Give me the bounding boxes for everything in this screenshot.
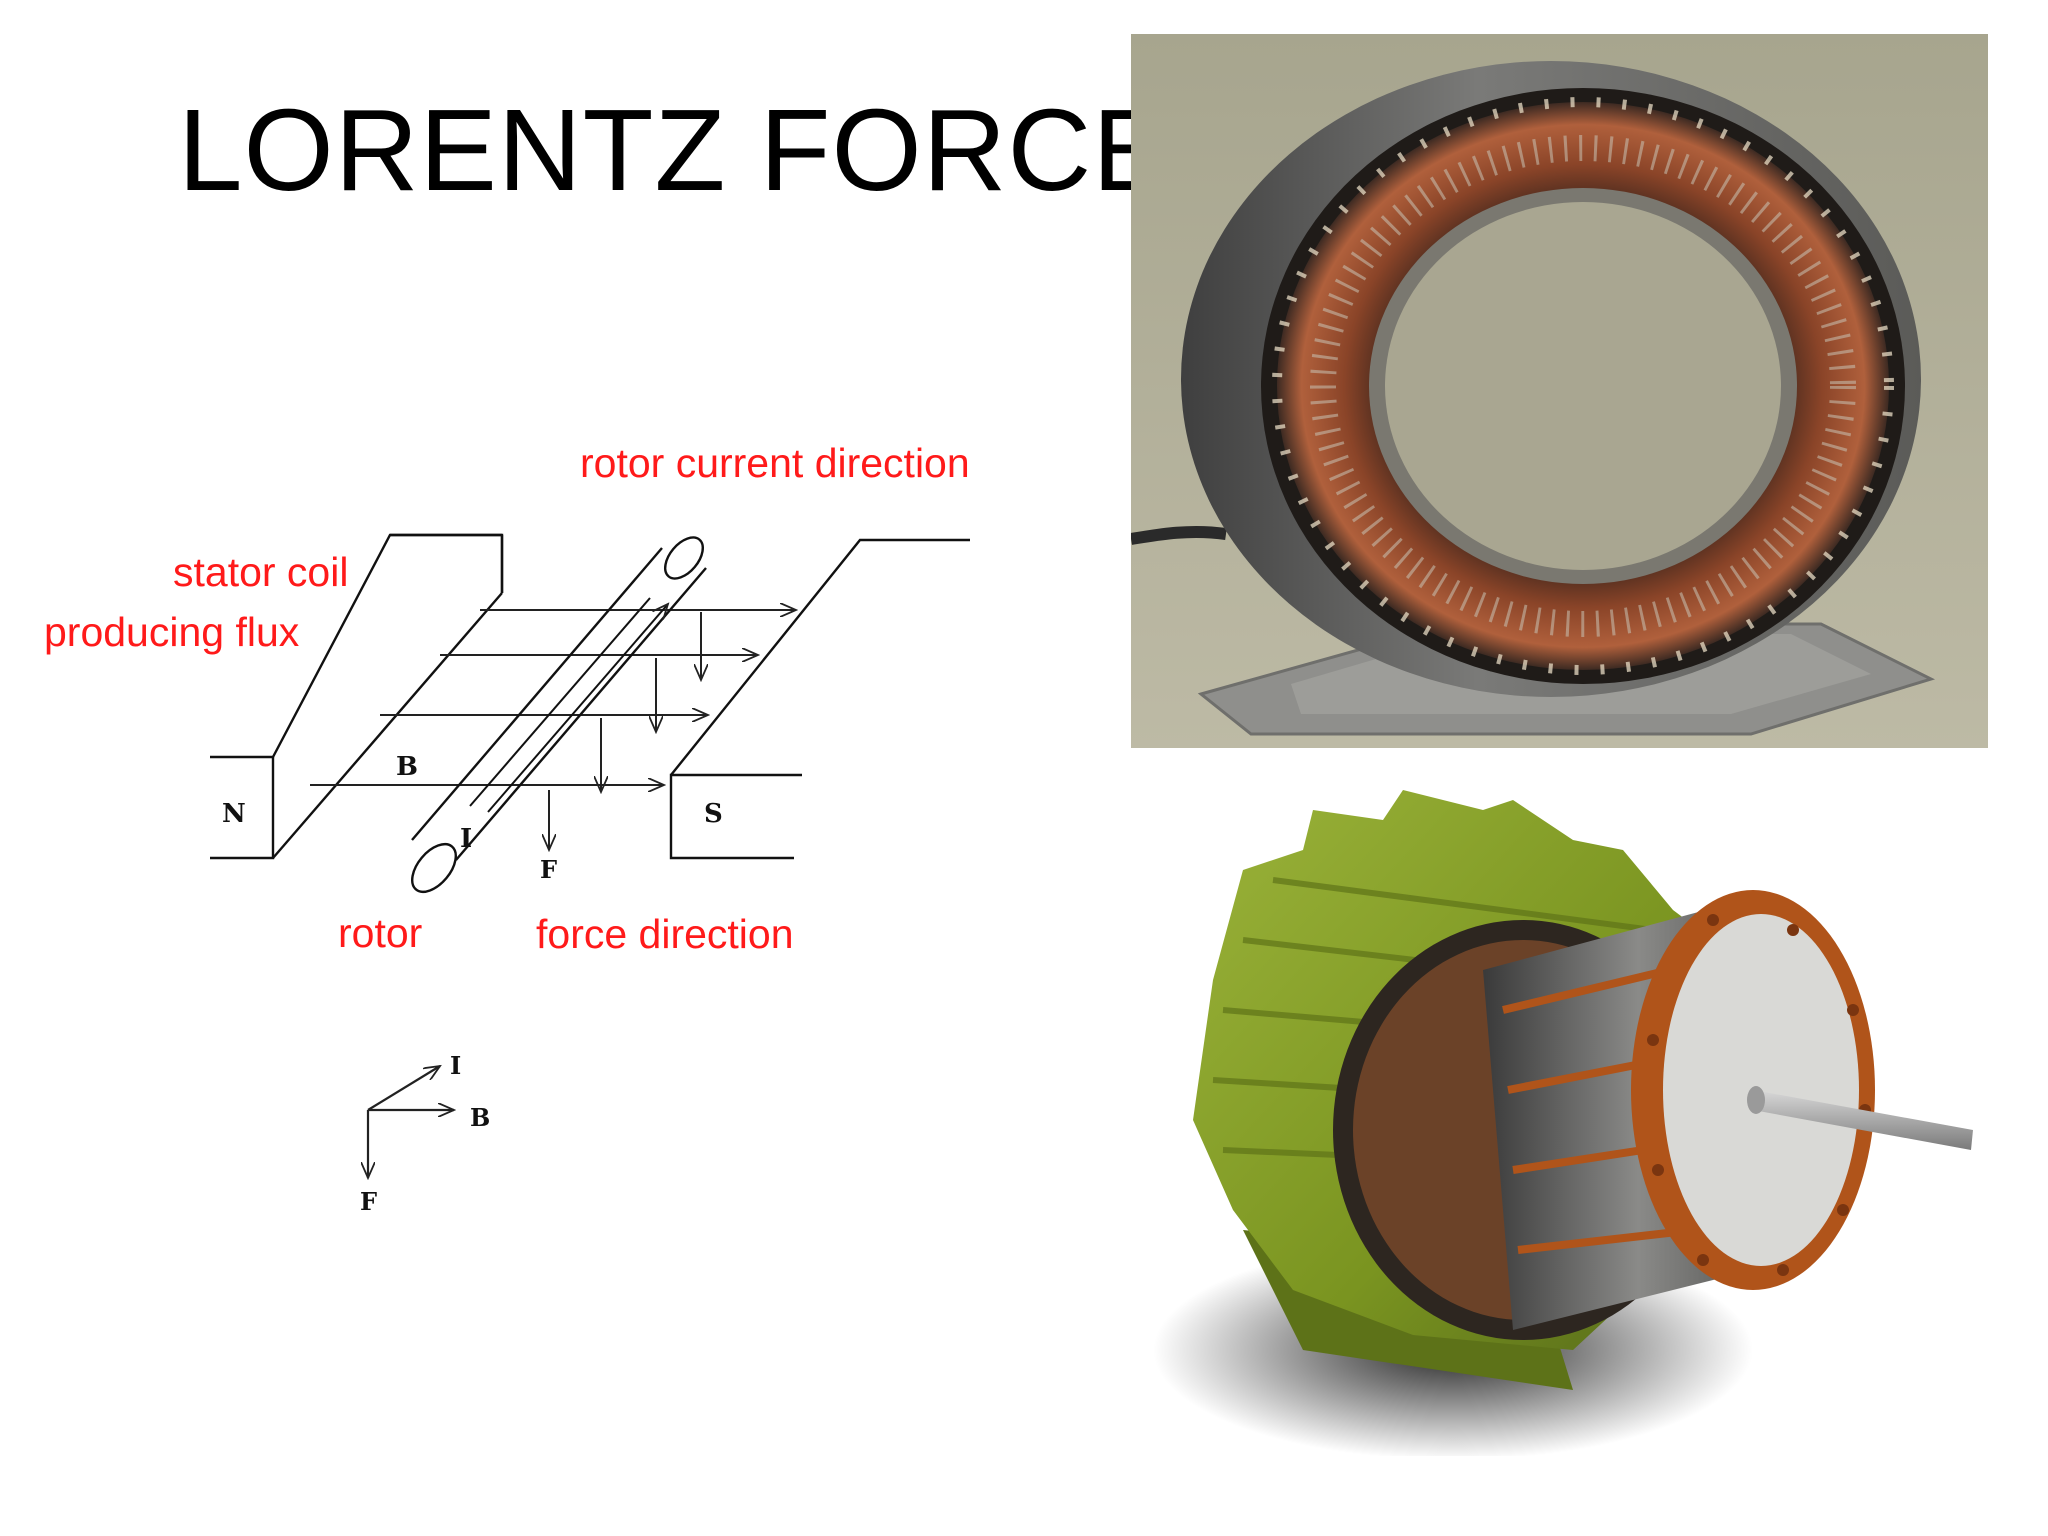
force-arrows	[549, 612, 701, 850]
induction-motor-render	[1153, 790, 2003, 1456]
north-pole-label: N	[222, 799, 246, 829]
label-producing-flux: producing flux	[44, 609, 300, 655]
lorentz-force-diagram: N S B I F rotor current direction stator…	[44, 440, 970, 1216]
south-pole-face	[669, 773, 802, 860]
motor-render	[1153, 790, 2003, 1456]
axes-legend	[368, 1066, 454, 1178]
field-symbol-label: B	[396, 752, 418, 782]
stator-photo	[1131, 34, 1988, 748]
magnet-outline	[210, 533, 970, 860]
south-pole-label: S	[704, 799, 723, 829]
force-symbol-label: F	[540, 855, 557, 884]
rotor-end-bottom	[411, 843, 457, 893]
label-stator-coil: stator coil	[173, 549, 348, 595]
field-lines	[310, 610, 796, 785]
axis-current-label: I	[450, 1051, 461, 1080]
current-symbol-label: I	[460, 824, 472, 854]
label-force-direction: force direction	[536, 911, 794, 957]
slide-title: LORENTZ FORCE	[178, 85, 1171, 215]
label-rotor-current-direction: rotor current direction	[580, 440, 970, 486]
axis-force-label: F	[360, 1187, 377, 1216]
north-pole-edge	[272, 592, 503, 859]
north-pole-face	[210, 755, 275, 860]
axis-current	[367, 1066, 440, 1111]
rotor-end-top	[664, 536, 704, 580]
current-arrow	[487, 604, 668, 813]
motor-stator-photo	[1131, 34, 1988, 748]
south-pole-top	[670, 538, 970, 776]
label-rotor: rotor	[338, 910, 422, 956]
axis-field-label: B	[470, 1103, 490, 1132]
rotor-cylinder	[411, 536, 707, 893]
